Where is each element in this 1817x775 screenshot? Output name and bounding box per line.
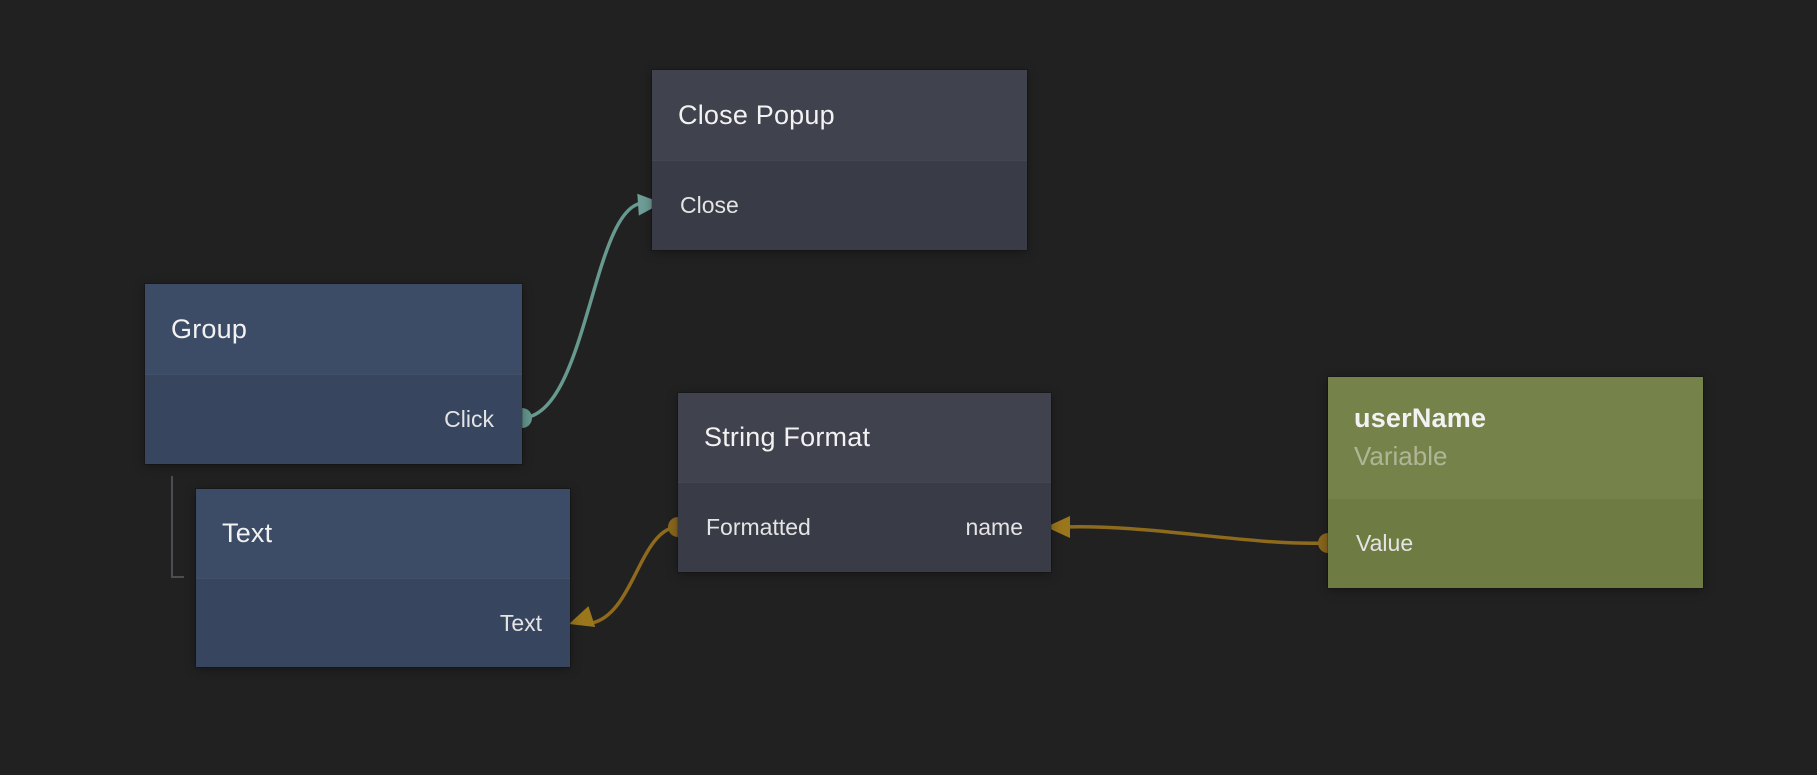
output-port-value[interactable]: Value	[1356, 530, 1414, 556]
hierarchy-connector-line	[171, 476, 184, 578]
output-port-click[interactable]: Click	[444, 406, 494, 432]
node-text-header: Text	[196, 489, 570, 578]
node-close-popup-ports: Close	[652, 160, 1027, 250]
node-username-ports: Value	[1328, 498, 1703, 588]
input-port-close[interactable]: Close	[680, 192, 739, 218]
node-group[interactable]: Group Click	[145, 284, 522, 464]
output-port-formatted[interactable]: Formatted	[706, 514, 811, 540]
node-subtitle: Variable	[1354, 441, 1448, 471]
node-string-format-ports: Formatted name	[678, 482, 1051, 572]
input-port-text[interactable]: Text	[499, 609, 542, 636]
node-title: userName	[1354, 403, 1487, 433]
connection-value-to-name[interactable]	[1061, 524, 1329, 546]
node-text[interactable]: Text Text	[196, 489, 570, 667]
node-title: Group	[171, 313, 248, 344]
node-close-popup-header: Close Popup	[652, 70, 1027, 160]
node-string-format[interactable]: String Format Formatted name	[678, 393, 1051, 572]
node-username-header: userName Variable	[1328, 377, 1703, 498]
node-text-ports: Text	[196, 578, 570, 667]
node-title: Text	[222, 518, 273, 548]
connection-formatted-to-text[interactable]	[591, 525, 679, 625]
input-port-arrow-text[interactable]	[566, 606, 596, 634]
node-group-ports: Click	[145, 374, 522, 464]
input-port-name[interactable]: name	[965, 514, 1023, 540]
node-username[interactable]: userName Variable Value	[1328, 377, 1703, 588]
node-group-header: Group	[145, 284, 522, 374]
node-close-popup[interactable]: Close Popup Close	[652, 70, 1027, 250]
node-string-format-header: String Format	[678, 393, 1051, 482]
connection-click-to-close[interactable]	[521, 201, 645, 420]
node-title: Close Popup	[678, 99, 835, 130]
node-title: String Format	[704, 422, 871, 452]
